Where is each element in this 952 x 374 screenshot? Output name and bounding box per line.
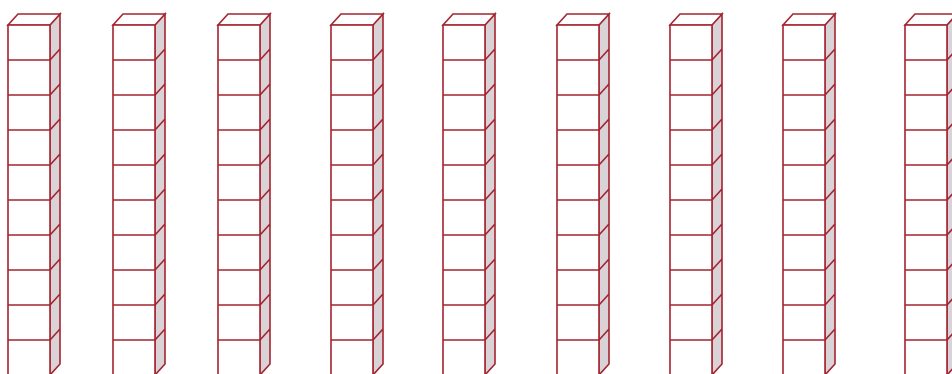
tens-rod	[443, 14, 495, 374]
rod-top-face	[557, 14, 609, 25]
tens-rod	[557, 14, 609, 374]
rod-top-face	[8, 14, 60, 25]
rod-top-face	[905, 14, 952, 25]
rod-top-face	[443, 14, 495, 25]
tens-rod	[113, 14, 165, 374]
rod-top-face	[670, 14, 722, 25]
rod-top-face	[783, 14, 835, 25]
tens-rod	[783, 14, 835, 374]
tens-rod	[331, 14, 383, 374]
rod-top-face	[218, 14, 270, 25]
rod-top-face	[331, 14, 383, 25]
tens-rod	[670, 14, 722, 374]
tens-rod	[218, 14, 270, 374]
rod-top-face	[113, 14, 165, 25]
tens-rod	[8, 14, 60, 374]
tens-rod	[905, 14, 952, 374]
